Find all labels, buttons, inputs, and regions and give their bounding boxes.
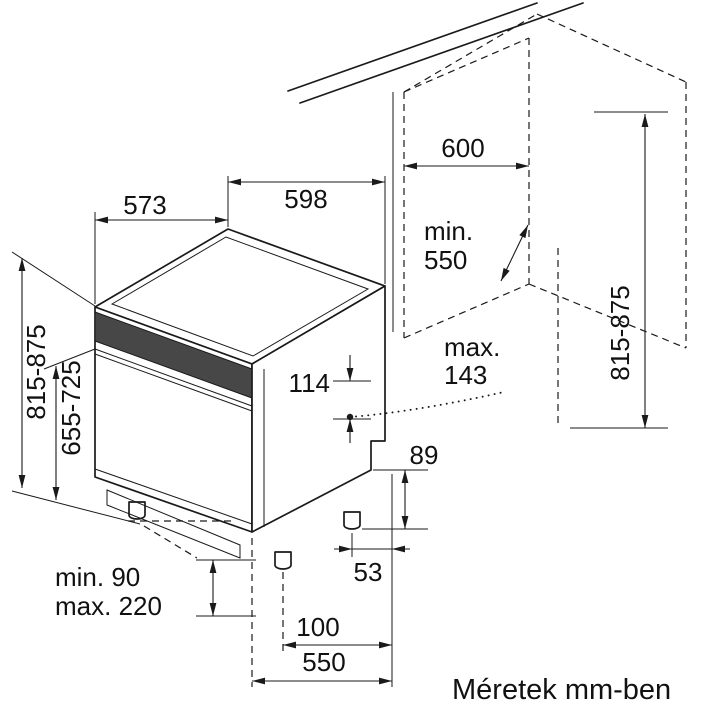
- dim-niche-width: 600: [404, 133, 529, 170]
- dim-label-550-niche: 550: [424, 245, 467, 275]
- niche-top-edge: [403, 37, 530, 93]
- countertop-front-edge-bottom: [299, 2, 584, 104]
- dim-label-max: max.: [444, 332, 500, 362]
- plinth-reference-dash: [143, 525, 198, 559]
- dim-niche-height: 815-875: [570, 111, 668, 429]
- extension-line: [11, 490, 141, 525]
- foot-front-right: [274, 551, 292, 570]
- foot-front-left: [128, 501, 146, 520]
- dim-label-114: 114: [289, 368, 330, 398]
- projection-dotted-line: [349, 391, 505, 418]
- dim-foot-to-back: 100: [282, 572, 392, 652]
- dim-dishwasher-height: 815-875: [11, 251, 141, 525]
- dim-label-89: 89: [410, 440, 439, 470]
- dim-label-min-90: min. 90: [55, 562, 140, 592]
- dim-label-143: 143: [444, 360, 487, 390]
- dim-label-815-875-left: 815-875: [21, 324, 51, 419]
- dim-door-projection: max. 143: [346, 332, 505, 421]
- dim-label-598: 598: [284, 184, 327, 214]
- niche-floor-back-edge: [528, 283, 687, 349]
- dim-dishwasher-depth: 573: [94, 176, 229, 304]
- dim-label-max-220: max. 220: [55, 591, 162, 621]
- dim-dishwasher-width: 598: [228, 176, 386, 284]
- niche-left-wall-top: [403, 13, 538, 93]
- dim-rear-foot-offset: 53: [334, 533, 410, 587]
- dishwasher-side-face: [251, 285, 386, 533]
- countertop: [287, 2, 584, 104]
- dim-body-height: 655-725: [43, 348, 96, 500]
- dim-panel-height: 114: [289, 355, 371, 443]
- extension-line: [43, 348, 96, 370]
- door-top-line-1: [94, 348, 253, 407]
- niche-outline: [392, 13, 687, 425]
- dim-label-550: 550: [302, 647, 345, 677]
- dim-label-100: 100: [296, 612, 339, 642]
- extension-line: [11, 251, 96, 307]
- niche-back-top-edge: [536, 13, 687, 83]
- caption-units: Méretek mm-ben: [452, 674, 671, 706]
- dim-label-53: 53: [354, 557, 383, 587]
- dim-body-depth: 550: [251, 474, 393, 687]
- dim-plinth-height: min. 90 max. 220: [55, 559, 256, 621]
- countertop-front-edge-top: [287, 2, 538, 92]
- dim-label-600: 600: [441, 133, 484, 163]
- dim-niche-depth: min. 550: [424, 216, 529, 282]
- door-top-line-2: [94, 353, 253, 412]
- dim-label-min: min.: [424, 216, 473, 246]
- dim-label-655-725: 655-725: [56, 360, 86, 455]
- dim-label-815-875-right: 815-875: [605, 285, 635, 380]
- dishwasher: [94, 228, 386, 570]
- foot-rear: [343, 511, 361, 530]
- door-bottom-line: [94, 468, 253, 525]
- dishwasher-top-rim: [110, 236, 370, 357]
- dim-label-573: 573: [123, 190, 166, 220]
- niche-floor-edge: [403, 283, 530, 339]
- plinth: [106, 489, 241, 559]
- depth-arrow: [500, 224, 529, 282]
- dim-rear-step: 89: [362, 440, 439, 530]
